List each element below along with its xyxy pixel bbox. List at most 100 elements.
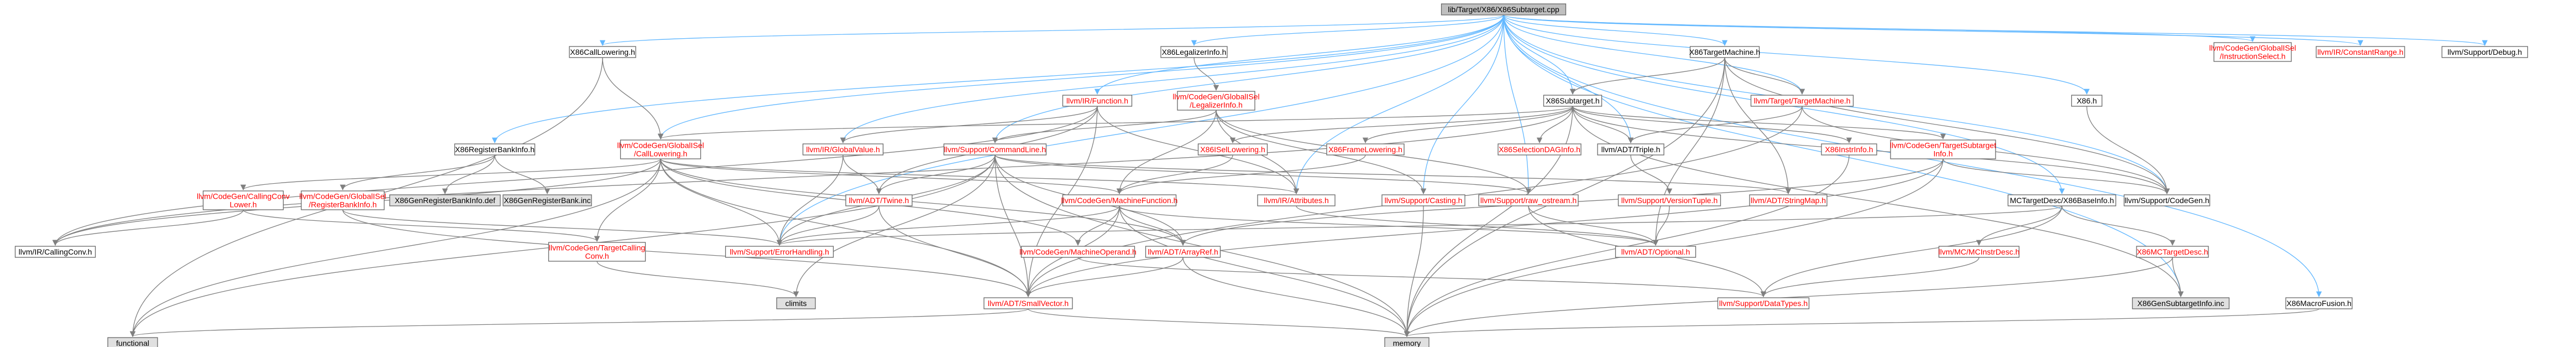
edge-triple-to-versiontuple — [1630, 154, 1673, 195]
node-machinefunction[interactable]: llvm/CodeGen/MachineFunction.h — [1061, 194, 1178, 206]
edge-targetmachine-to-triple — [1627, 106, 1803, 144]
edge-x86baseinfo-to-x86mctargetdesc — [2061, 205, 2176, 246]
node-constantrange[interactable]: llvm/IR/ConstantRange.h — [2316, 46, 2405, 58]
edge-x86registerbankinfo-to-genregbankdef — [442, 154, 495, 195]
node-irfunction[interactable]: llvm/IR/Function.h — [1062, 95, 1133, 107]
edge-x86subtarget-to-memory — [1404, 106, 1573, 338]
edge-gcalllowering-to-errorhandling — [660, 158, 783, 246]
node-regbankinfo[interactable]: llvm/CodeGen/GlobalISel/RegisterBankInfo… — [299, 190, 386, 210]
node-ircallingconv[interactable]: llvm/IR/CallingConv.h — [14, 246, 96, 258]
node-x86framelowering[interactable]: X86FrameLowering.h — [1326, 143, 1405, 156]
edge-root-to-x86legalizerinfo — [1191, 14, 1504, 46]
node-box-mcinstrdesc — [1938, 246, 2020, 258]
edge-gcalllowering-to-targetcallingconv — [594, 158, 661, 242]
node-legalizerinfo[interactable]: llvm/CodeGen/GlobalISel/LegalizerInfo.h — [1172, 91, 1260, 111]
node-targetmachine[interactable]: llvm/Target/TargetMachine.h — [1750, 95, 1854, 107]
edge-x86isellowering-to-machinefunction — [1116, 154, 1233, 195]
edge-gcalllowering-to-attributes — [660, 158, 1299, 195]
node-commandline[interactable]: llvm/Support/CommandLine.h — [943, 143, 1047, 156]
edge-root-to-errorhandling — [776, 14, 1504, 246]
edge-root-to-raw_ostream — [1503, 14, 1532, 195]
node-twine[interactable]: llvm/ADT/Twine.h — [845, 194, 913, 206]
node-versiontuple[interactable]: llvm/Support/VersionTuple.h — [1617, 194, 1721, 206]
edge-machinefunction-to-optional — [1119, 205, 1658, 246]
node-arrayref[interactable]: llvm/ADT/ArrayRef.h — [1145, 246, 1221, 258]
node-label-commandline: llvm/Support/CommandLine.h — [944, 145, 1046, 154]
node-box-x86subtarget — [1543, 95, 1603, 107]
node-label-globalvalue: llvm/IR/GlobalValue.h — [806, 145, 880, 154]
node-x86legalizerinfo[interactable]: X86LegalizerInfo.h — [1160, 46, 1228, 58]
node-label-functional: functional — [116, 339, 149, 347]
edge-root-to-casting — [1420, 14, 1504, 195]
node-box-irfunction — [1062, 95, 1133, 107]
edge-callconvlower-to-targetcallingconv — [243, 209, 600, 242]
edge-x86targetmachine-to-optional — [1652, 57, 1725, 246]
edge-x86registerbankinfo-to-regbankinfo — [339, 154, 495, 191]
edge-commandline-to-memory — [994, 154, 1410, 338]
node-x86targetmachine[interactable]: X86TargetMachine.h — [1689, 46, 1760, 58]
node-root: lib/Target/X86/X86Subtarget.cpp — [1441, 3, 1567, 15]
node-supportcodegen[interactable]: llvm/Support/CodeGen.h — [2123, 194, 2211, 206]
node-casting[interactable]: llvm/Support/Casting.h — [1381, 194, 1465, 206]
node-x86seldag[interactable]: X86SelectionDAGInfo.h — [1498, 143, 1582, 156]
node-instrselect[interactable]: llvm/CodeGen/GlobalISel/InstructionSelec… — [2209, 42, 2296, 62]
node-optional[interactable]: llvm/ADT/Optional.h — [1615, 246, 1697, 258]
node-raw_ostream[interactable]: llvm/Support/raw_ostream.h — [1478, 194, 1579, 206]
edge-root-to-irfunction — [1094, 14, 1504, 95]
node-box-tgtsubtarget — [1890, 139, 1996, 159]
node-x86mctargetdesc[interactable]: X86MCTargetDesc.h — [2136, 246, 2209, 258]
node-label-targetmachine: llvm/Target/TargetMachine.h — [1753, 96, 1850, 105]
node-box-triple — [1597, 143, 1664, 156]
node-errorhandling[interactable]: llvm/Support/ErrorHandling.h — [725, 246, 834, 258]
node-box-genregbankdef — [389, 194, 501, 206]
node-x86isellowering[interactable]: X86ISelLowering.h — [1197, 143, 1268, 156]
edge-x86subtarget-to-tgtsubtarget — [1572, 106, 1946, 140]
node-attributes[interactable]: llvm/IR/Attributes.h — [1257, 194, 1336, 206]
edge-x86subtarget-to-triple — [1572, 106, 1634, 144]
edge-versiontuple-to-optional — [1652, 205, 1670, 246]
node-label-x86mctargetdesc: X86MCTargetDesc.h — [2137, 247, 2208, 256]
edge-regbankinfo-to-smallvector — [342, 209, 1032, 298]
node-x86macrofusion[interactable]: X86MacroFusion.h — [2285, 297, 2353, 309]
node-x86h[interactable]: X86.h — [2071, 95, 2103, 107]
node-box-casting — [1381, 194, 1465, 206]
node-label-targetcallingconv: Conv.h — [585, 252, 609, 261]
edge-commandline-to-smallvector — [994, 154, 1032, 298]
node-x86instrinfo[interactable]: X86InstrInfo.h — [1821, 143, 1877, 156]
node-label-root: lib/Target/X86/X86Subtarget.cpp — [1448, 5, 1559, 14]
node-box-genregbankinc — [502, 194, 592, 206]
edge-root-to-gensubtargetinfo — [1503, 14, 2184, 298]
node-machineoperand[interactable]: llvm/CodeGen/MachineOperand.h — [1019, 246, 1137, 258]
node-debug[interactable]: llvm/Support/Debug.h — [2441, 46, 2528, 58]
node-box-x86macrofusion — [2285, 297, 2353, 309]
node-x86registerbankinfo[interactable]: X86RegisterBankInfo.h — [454, 143, 536, 156]
node-x86subtarget[interactable]: X86Subtarget.h — [1543, 95, 1603, 107]
node-label-instrselect: llvm/CodeGen/GlobalISel — [2209, 44, 2296, 53]
node-triple[interactable]: llvm/ADT/Triple.h — [1597, 143, 1664, 156]
edge-root-to-x86h — [1503, 14, 2090, 95]
node-label-gcalllowering: llvm/CodeGen/GlobalISel — [617, 141, 704, 150]
node-stringmap[interactable]: llvm/ADT/StringMap.h — [1749, 194, 1828, 206]
node-label-targetcallingconv: llvm/CodeGen/TargetCalling — [549, 244, 645, 252]
edge-machinefunction-to-machineoperand — [1075, 205, 1120, 246]
node-x86baseinfo[interactable]: MCTargetDesc/X86BaseInfo.h — [2007, 194, 2117, 206]
node-box-targetmachine — [1750, 95, 1854, 107]
edge-twine-to-smallvector — [878, 205, 1032, 298]
node-label-instrselect: /InstructionSelect.h — [2219, 52, 2285, 61]
node-mcinstrdesc[interactable]: llvm/MC/MCInstrDesc.h — [1938, 246, 2020, 258]
node-gcalllowering[interactable]: llvm/CodeGen/GlobalISel/CallLowering.h — [617, 139, 704, 159]
node-globalvalue[interactable]: llvm/IR/GlobalValue.h — [802, 143, 884, 156]
node-box-ircallingconv — [14, 246, 96, 258]
edges-layer — [52, 14, 2488, 338]
node-x86calllowering[interactable]: X86CallLowering.h — [569, 46, 636, 58]
node-functional: functional — [107, 337, 158, 347]
node-smallvector[interactable]: llvm/ADT/SmallVector.h — [983, 297, 1073, 309]
node-label-x86isellowering: X86ISelLowering.h — [1200, 145, 1265, 154]
node-box-constantrange — [2316, 46, 2405, 58]
node-box-x86h — [2071, 95, 2103, 107]
node-datatypes[interactable]: llvm/Support/DataTypes.h — [1717, 297, 1810, 309]
